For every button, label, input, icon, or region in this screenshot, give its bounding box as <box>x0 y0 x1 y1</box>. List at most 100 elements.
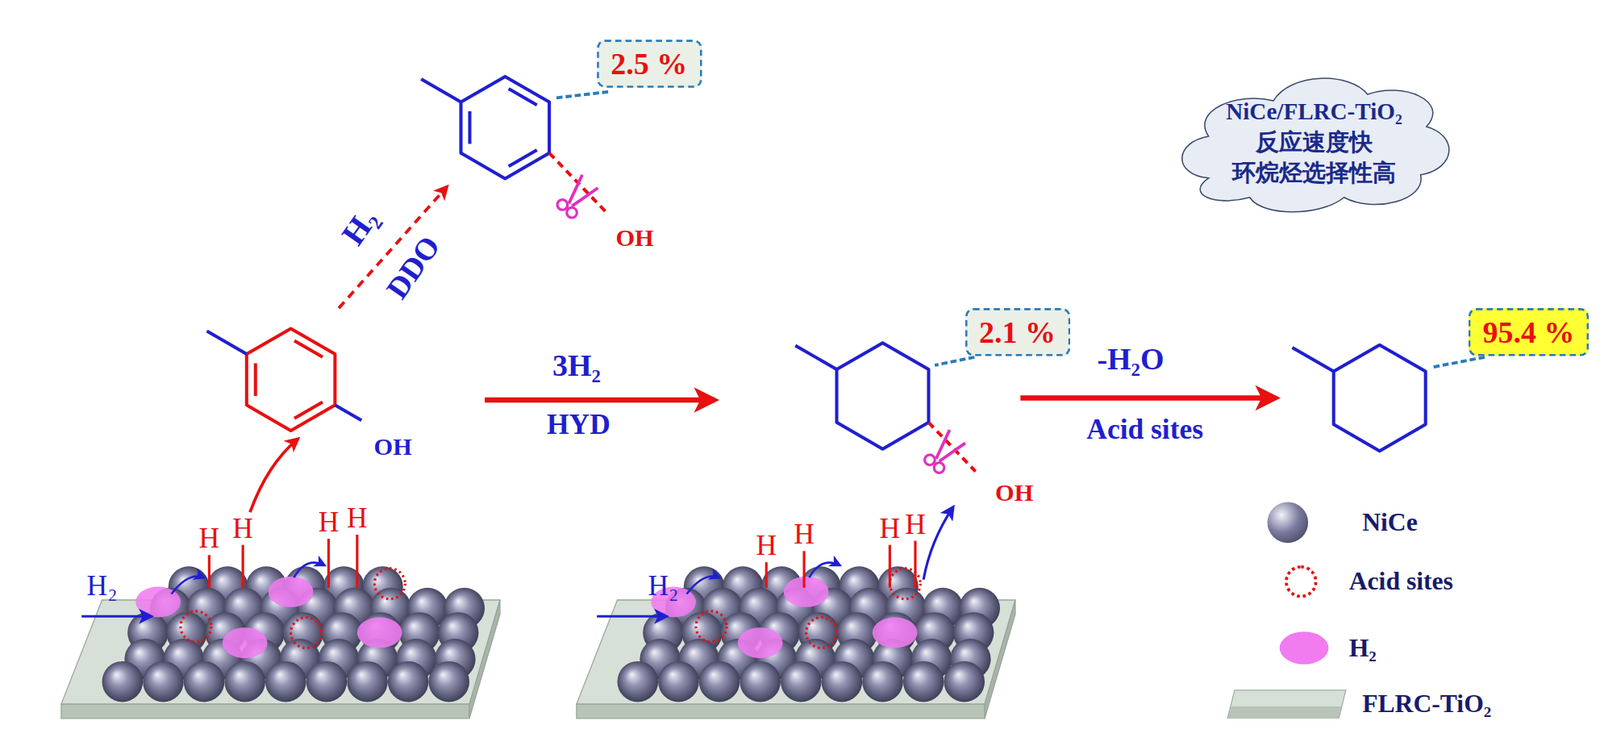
atom-label: H <box>755 531 777 560</box>
atom-label: H <box>904 510 926 539</box>
callout-tail <box>934 357 975 366</box>
acid-site <box>695 611 727 642</box>
double-bond <box>294 341 323 358</box>
nice-particle <box>102 661 144 703</box>
double-bond <box>508 150 538 167</box>
reaction-label: OH <box>995 480 1034 505</box>
legend-text: NiCe <box>1362 508 1418 535</box>
molecule-ring <box>246 328 336 431</box>
atom-label: H₂ <box>647 571 679 600</box>
h-bond-line <box>241 545 245 588</box>
acid-site <box>806 617 838 649</box>
desorb-arrow <box>250 438 298 513</box>
molecule-ring <box>1333 345 1426 452</box>
nice-particle <box>265 661 307 703</box>
nice-particle <box>387 661 430 703</box>
nice-particle <box>943 661 985 703</box>
reaction-label: 3H₂ <box>552 350 601 381</box>
ring-bonds <box>246 328 336 431</box>
atom-label: H <box>232 514 254 543</box>
ring-bonds <box>837 342 930 450</box>
bond <box>334 404 362 421</box>
h2-molecule <box>783 576 830 608</box>
nice-particle <box>821 661 863 703</box>
handle <box>564 205 580 221</box>
legend-swatch <box>1279 631 1330 664</box>
handle <box>932 460 947 475</box>
note-text: NiCe/FLRC-TiO₂ <box>1225 96 1402 128</box>
atom-label: H <box>199 524 221 553</box>
h-bond-line <box>802 550 805 588</box>
h2-molecule <box>222 627 268 659</box>
h-bond-line <box>913 541 917 588</box>
molecule-ring <box>461 76 550 180</box>
atom-label: H <box>318 508 340 537</box>
h-bond-line <box>765 562 768 588</box>
callout-box: 2.1 % <box>964 307 1070 355</box>
catalyst-illustration <box>61 534 500 719</box>
reaction-label: H₂ <box>335 202 383 250</box>
molecule-ring <box>837 342 930 450</box>
nice-particle <box>428 661 470 703</box>
dehydration-arrow <box>1020 395 1275 400</box>
nice-particle <box>224 661 266 703</box>
legend-swatch <box>1284 565 1317 598</box>
spillover-arrow <box>293 562 325 579</box>
ring-bonds <box>1333 345 1426 452</box>
acid-site <box>180 611 212 642</box>
catalyst-illustration <box>576 541 1016 719</box>
callout-tail <box>555 91 609 99</box>
h2-molecule <box>737 627 784 659</box>
h2-molecule <box>357 617 403 649</box>
nice-particle <box>183 661 225 703</box>
note-text: 环烷烃选择性高 <box>1225 158 1402 189</box>
bond <box>207 331 247 355</box>
h2-molecule <box>268 576 314 608</box>
reaction-label: OH <box>615 225 654 250</box>
breaking-bond <box>549 153 609 215</box>
reaction-label: OH <box>374 434 413 459</box>
nice-particle <box>739 661 781 703</box>
h2-feed-arrow <box>596 615 667 618</box>
spillover-arrow <box>687 576 720 595</box>
callout-box: 2.5 % <box>596 39 702 88</box>
percentage-value: 2.1 % <box>979 314 1056 349</box>
atom-label: H <box>793 520 815 549</box>
atom-label: H <box>346 504 368 533</box>
h-bond-line <box>327 538 330 588</box>
spillover-arrow <box>808 562 840 579</box>
h2-molecule <box>872 617 918 649</box>
spillover-arrow <box>171 576 205 595</box>
nice-particle <box>617 661 659 703</box>
callout-tail <box>1431 357 1485 368</box>
nice-particle <box>658 661 700 703</box>
desorb-arrow <box>923 507 954 580</box>
acid-site <box>374 568 405 600</box>
support-slab <box>576 704 985 719</box>
double-bond <box>294 402 323 419</box>
acid-site <box>291 617 322 649</box>
cloud-note: NiCe/FLRC-TiO₂反应速度快环烷烃选择性高 <box>1166 62 1462 224</box>
nice-particle <box>903 661 945 703</box>
legend-swatch <box>1227 689 1347 718</box>
nice-particle <box>699 661 741 703</box>
nice-particle <box>780 661 822 703</box>
note-text: 反应速度快 <box>1225 127 1402 159</box>
double-bond <box>467 111 471 144</box>
bond <box>1291 347 1334 372</box>
reaction-label: Acid sites <box>1086 415 1204 444</box>
support-slab <box>61 704 470 719</box>
hyd-arrow <box>484 397 715 403</box>
reaction-label: -H₂O <box>1096 343 1164 375</box>
double-bond <box>508 88 538 105</box>
reaction-label: DDO <box>381 230 446 305</box>
h-bond-line <box>355 534 359 588</box>
legend-text: Acid sites <box>1349 568 1454 595</box>
nice-particle <box>142 661 184 703</box>
legend-swatch <box>1267 502 1309 544</box>
h-bond-line <box>888 545 892 588</box>
bond <box>420 79 461 102</box>
nice-particle <box>346 661 388 703</box>
legend-text: FLRC-TiO₂ <box>1362 691 1492 717</box>
callout-box: 95.4 % <box>1468 307 1589 355</box>
